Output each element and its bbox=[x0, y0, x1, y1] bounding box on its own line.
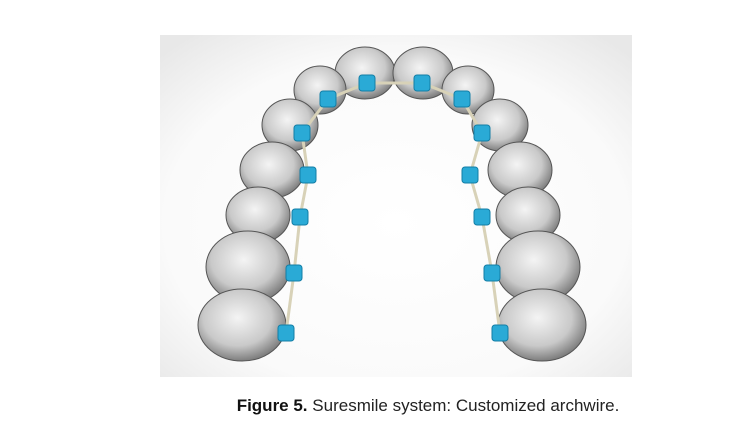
bracket bbox=[473, 208, 491, 226]
archwire-figure-image bbox=[160, 35, 632, 377]
bracket bbox=[319, 90, 337, 108]
bracket bbox=[483, 264, 501, 282]
bracket bbox=[473, 124, 491, 142]
tooth bbox=[497, 288, 587, 362]
bracket bbox=[285, 264, 303, 282]
bracket bbox=[491, 324, 509, 342]
figure-caption: Figure 5. Suresmile system: Customized a… bbox=[60, 396, 736, 416]
tooth bbox=[197, 288, 287, 362]
dental-arch-illustration bbox=[160, 35, 632, 377]
figure-label: Figure 5. bbox=[236, 396, 308, 415]
bracket bbox=[293, 124, 311, 142]
bracket bbox=[358, 74, 376, 92]
bracket bbox=[453, 90, 471, 108]
bracket bbox=[413, 74, 431, 92]
bracket bbox=[291, 208, 309, 226]
bracket bbox=[461, 166, 479, 184]
figure-caption-text: Suresmile system: Customized archwire. bbox=[312, 396, 620, 415]
bracket bbox=[299, 166, 317, 184]
bracket bbox=[277, 324, 295, 342]
